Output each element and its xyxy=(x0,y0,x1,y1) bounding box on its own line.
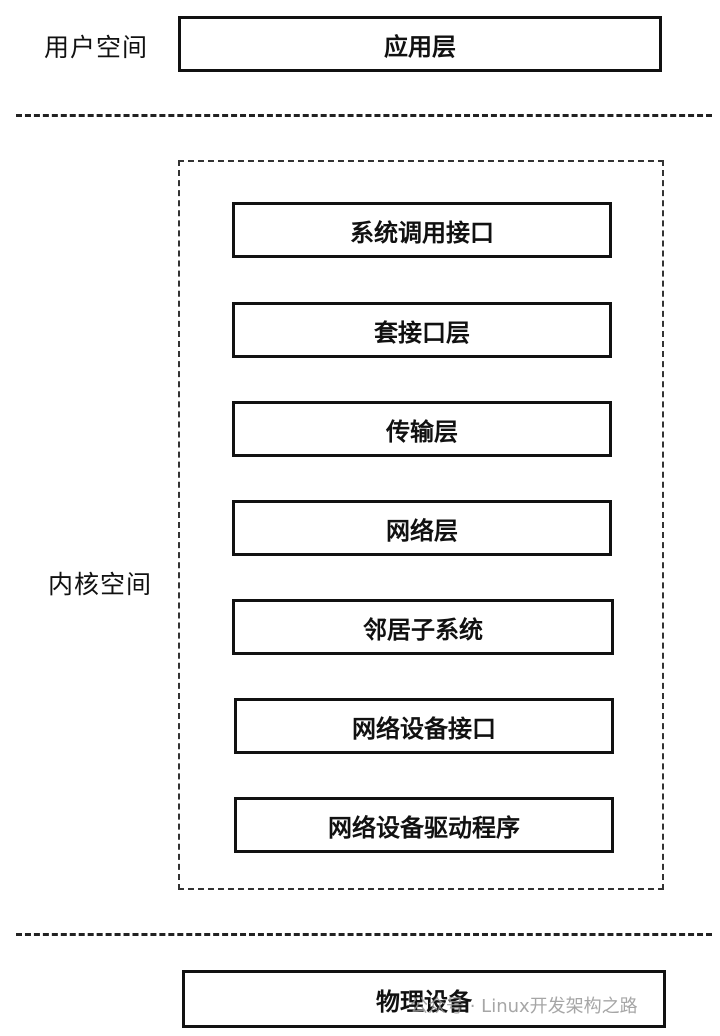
kernel-hardware-divider xyxy=(16,933,712,936)
socket-layer-box: 套接口层 xyxy=(232,302,612,358)
physical-device-box: 物理设备 xyxy=(182,970,666,1028)
netdev-interface-label: 网络设备接口 xyxy=(352,714,496,743)
syscall-interface-box: 系统调用接口 xyxy=(232,202,612,258)
user-kernel-divider xyxy=(16,114,712,117)
network-layer-label: 网络层 xyxy=(386,516,458,545)
neighbor-subsystem-label: 邻居子系统 xyxy=(363,615,483,644)
netdev-driver-box: 网络设备驱动程序 xyxy=(234,797,614,853)
transport-layer-box: 传输层 xyxy=(232,401,612,457)
network-layer-box: 网络层 xyxy=(232,500,612,556)
neighbor-subsystem-box: 邻居子系统 xyxy=(232,599,614,655)
transport-layer-label: 传输层 xyxy=(386,417,458,446)
user-space-label: 用户空间 xyxy=(44,33,149,62)
netdev-interface-box: 网络设备接口 xyxy=(234,698,614,754)
application-layer-label: 应用层 xyxy=(384,32,456,61)
watermark-text: 公众号 · Linux开发架构之路 xyxy=(410,996,638,1017)
application-layer-box: 应用层 xyxy=(178,16,662,72)
kernel-space-frame xyxy=(178,160,664,890)
physical-device-label: 物理设备 xyxy=(376,987,472,1016)
socket-layer-label: 套接口层 xyxy=(374,318,470,347)
syscall-interface-label: 系统调用接口 xyxy=(350,218,494,247)
netdev-driver-label: 网络设备驱动程序 xyxy=(328,813,520,842)
kernel-space-label: 内核空间 xyxy=(48,570,153,599)
